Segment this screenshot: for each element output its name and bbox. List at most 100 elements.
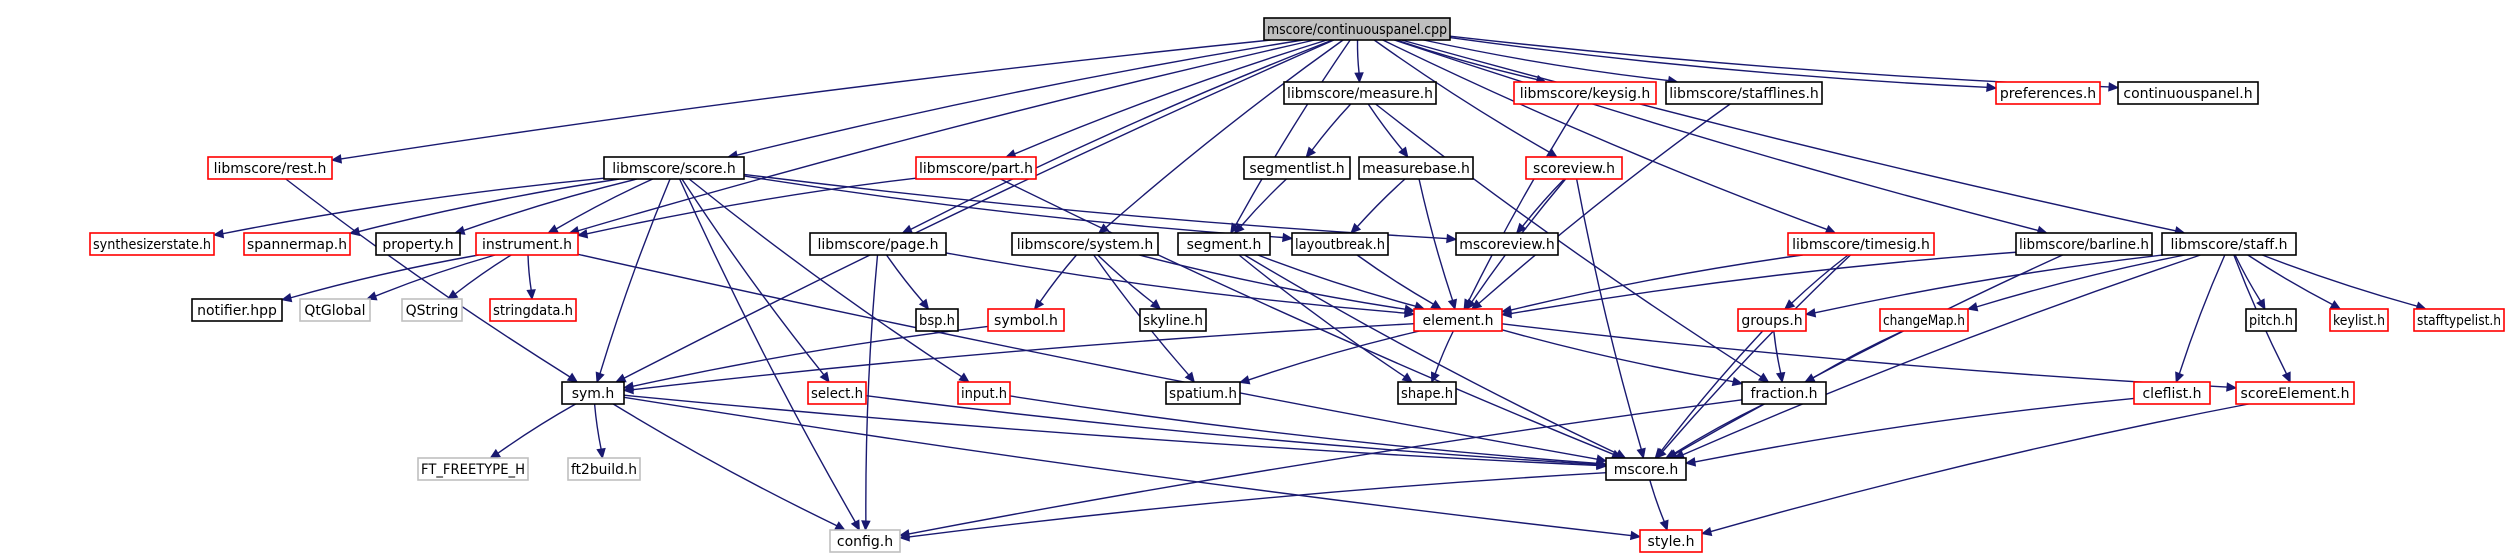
node-label-changemap: changeMap.h — [1883, 313, 1965, 329]
node-segmentlist[interactable]: segmentlist.h — [1243, 156, 1351, 180]
arrowhead-input-to-mscore — [1596, 458, 1608, 469]
edge-root-to-page — [910, 39, 1333, 230]
node-box-measure — [1283, 81, 1437, 105]
node-groups[interactable]: groups.h — [1737, 308, 1807, 332]
node-box-system — [1011, 232, 1159, 256]
node-fraction[interactable]: fraction.h — [1741, 381, 1827, 405]
node-cleflist[interactable]: cleflist.h — [2133, 381, 2211, 405]
node-box-notifier — [191, 298, 283, 322]
node-notifier[interactable]: notifier.hpp — [191, 298, 283, 322]
node-stringdata[interactable]: stringdata.h — [489, 298, 577, 322]
arrowhead-root-to-preferences — [1986, 82, 1998, 93]
node-input[interactable]: input.h — [957, 381, 1011, 405]
node-box-cleflist — [2133, 381, 2211, 405]
node-page[interactable]: libmscore/page.h — [809, 232, 947, 256]
edge-root-to-part — [1014, 39, 1328, 155]
arrowhead-sym-to-ft2build — [596, 447, 606, 460]
node-label-scoreview: scoreview.h — [1533, 161, 1615, 177]
node-sym[interactable]: sym.h — [561, 381, 625, 405]
node-label-style: style.h — [1648, 534, 1695, 550]
node-qtglobal: QtGlobal — [299, 298, 371, 322]
node-spatium[interactable]: spatium.h — [1165, 381, 1241, 405]
node-mscore[interactable]: mscore.h — [1605, 457, 1687, 481]
node-scoreview[interactable]: scoreview.h — [1525, 156, 1623, 180]
node-label-symbol: symbol.h — [994, 313, 1058, 329]
node-contpanel[interactable]: continuouspanel.h — [2117, 81, 2259, 105]
node-label-page: libmscore/page.h — [818, 237, 939, 253]
edge-fraction-to-config — [908, 399, 1743, 535]
node-label-ft2build: ft2build.h — [571, 462, 637, 478]
arrowhead-sym-to-ftfreetype — [489, 448, 501, 459]
node-label-synthstate: synthesizerstate.h — [93, 237, 211, 253]
node-label-input: input.h — [961, 386, 1007, 402]
node-select[interactable]: select.h — [807, 381, 867, 405]
node-label-stringdata: stringdata.h — [493, 303, 573, 319]
node-stafflines[interactable]: libmscore/stafflines.h — [1665, 81, 1823, 105]
node-symbol[interactable]: symbol.h — [987, 308, 1065, 332]
node-spannermap[interactable]: spannermap.h — [243, 232, 351, 256]
edges-layer — [212, 35, 2427, 542]
arrowhead-root-to-contpanel — [2108, 82, 2120, 92]
node-keysig[interactable]: libmscore/keysig.h — [1513, 81, 1657, 105]
node-system[interactable]: libmscore/system.h — [1011, 232, 1159, 256]
node-box-stafflines — [1665, 81, 1823, 105]
arrowhead-scoreview-to-mscore — [1636, 447, 1646, 460]
node-element[interactable]: element.h — [1413, 308, 1503, 332]
arrowhead-root-to-measure — [1354, 72, 1364, 84]
node-segment[interactable]: segment.h — [1177, 232, 1271, 256]
node-shape[interactable]: shape.h — [1397, 381, 1457, 405]
node-root[interactable]: mscore/continuouspanel.cpp — [1263, 17, 1451, 41]
node-instrument[interactable]: instrument.h — [475, 232, 579, 256]
node-stafftypelist[interactable]: stafftypelist.h — [2413, 308, 2505, 332]
edge-root-to-score — [736, 39, 1304, 156]
arrowhead-segment-to-mscore — [1614, 449, 1627, 459]
node-label-groups: groups.h — [1741, 313, 1802, 329]
node-rest[interactable]: libmscore/rest.h — [207, 156, 333, 180]
node-mscoreview[interactable]: mscoreview.h — [1455, 232, 1559, 256]
node-label-mscore: mscore.h — [1614, 462, 1679, 478]
node-layoutbreak[interactable]: layoutbreak.h — [1291, 232, 1389, 256]
node-staff[interactable]: libmscore/staff.h — [2161, 232, 2297, 256]
edge-page-to-element — [945, 252, 1406, 314]
edge-root-to-measure — [1356, 39, 1360, 74]
node-label-instrument: instrument.h — [482, 237, 572, 253]
node-synthstate[interactable]: synthesizerstate.h — [89, 232, 215, 256]
node-bsp[interactable]: bsp.h — [915, 308, 959, 332]
arrowhead-staff-to-groups — [1804, 308, 1817, 318]
edge-segment-to-shape — [1238, 254, 1406, 378]
node-keylist[interactable]: keylist.h — [2329, 308, 2389, 332]
node-changemap[interactable]: changeMap.h — [1879, 308, 1969, 332]
node-part[interactable]: libmscore/part.h — [915, 156, 1037, 180]
node-scoreelement[interactable]: scoreElement.h — [2235, 381, 2355, 405]
edge-element-to-fraction — [1501, 329, 1734, 383]
node-box-changemap — [1879, 308, 1969, 332]
node-label-measure: libmscore/measure.h — [1287, 86, 1433, 102]
node-pitch[interactable]: pitch.h — [2245, 308, 2297, 332]
node-box-page — [809, 232, 947, 256]
node-box-part — [915, 156, 1037, 180]
node-label-spatium: spatium.h — [1169, 386, 1237, 402]
node-style[interactable]: style.h — [1639, 529, 1703, 553]
node-measurebase[interactable]: measurebase.h — [1358, 156, 1474, 180]
arrowhead-changemap-to-fraction — [1804, 373, 1816, 383]
node-label-select: select.h — [811, 386, 863, 402]
arrowhead-element-to-spatium — [1238, 375, 1251, 385]
node-label-qtglobal: QtGlobal — [304, 303, 365, 319]
node-preferences[interactable]: preferences.h — [1995, 81, 2101, 105]
node-box-measurebase — [1358, 156, 1474, 180]
edge-root-to-instrument — [577, 39, 1315, 232]
node-timesig[interactable]: libmscore/timesig.h — [1787, 232, 1935, 256]
arrowhead-groups-to-fraction — [1775, 371, 1786, 384]
node-label-element: element.h — [1422, 313, 1493, 329]
node-measure[interactable]: libmscore/measure.h — [1283, 81, 1437, 105]
node-skyline[interactable]: skyline.h — [1139, 308, 1207, 332]
edge-root-to-staff — [1401, 39, 2176, 232]
node-barline[interactable]: libmscore/barline.h — [2015, 232, 2153, 256]
node-box-rest — [207, 156, 333, 180]
edge-barline-to-element — [1510, 251, 2017, 315]
arrowhead-element-to-scoreelement — [2226, 382, 2238, 392]
node-score[interactable]: libmscore/score.h — [603, 156, 745, 180]
edge-keysig-to-element — [1467, 103, 1580, 302]
node-property[interactable]: property.h — [375, 232, 461, 256]
